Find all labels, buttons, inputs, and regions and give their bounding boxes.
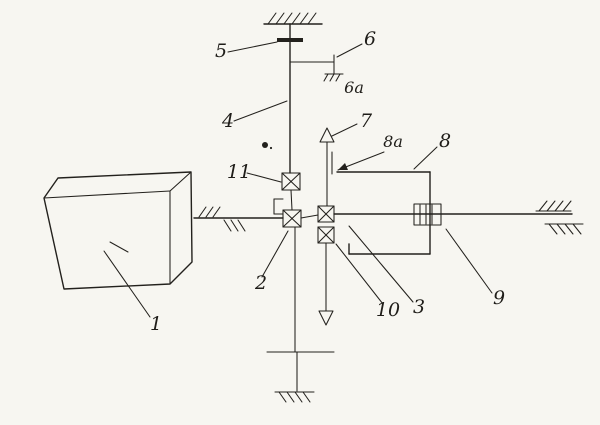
part-label-3: 3 <box>413 296 425 318</box>
disc-5 <box>277 38 303 42</box>
leader-11 <box>246 172 282 183</box>
part-label-2: 2 <box>254 272 267 294</box>
part-label-5: 5 <box>215 40 227 62</box>
ink-blot <box>262 142 268 148</box>
frame-8 <box>336 171 431 255</box>
part-label-9: 9 <box>493 287 505 309</box>
ground-right-lower-icon <box>544 223 584 235</box>
part-label-7: 7 <box>360 110 373 132</box>
leader-8 <box>413 146 438 170</box>
shaft-support-right-icon <box>223 219 246 232</box>
leader-7 <box>331 123 358 137</box>
leader-1 <box>103 250 151 318</box>
motor-1 <box>43 171 193 290</box>
part-label-4: 4 <box>221 110 234 132</box>
cone-7 <box>319 127 335 207</box>
leader-5 <box>227 41 278 53</box>
leader-10 <box>335 243 384 305</box>
leader-lines <box>103 41 493 318</box>
support-6 <box>289 54 344 82</box>
bearing-11-icon <box>281 172 301 191</box>
lower-shaft <box>266 226 335 392</box>
part-label-6a: 6a <box>344 78 364 97</box>
part-label-8a: 8a <box>383 132 403 151</box>
ink-speck <box>269 146 273 150</box>
leader-8a-arrowhead-icon <box>338 163 348 170</box>
cone-lower-icon <box>318 310 334 326</box>
coupling-9-icon <box>413 203 442 226</box>
shaft-support-left-icon <box>198 206 221 218</box>
ground-bottom-icon <box>274 391 315 403</box>
ground-right-upper-icon <box>535 200 572 212</box>
bearing-2-icon <box>282 209 302 228</box>
bearing-upper-stack-icon <box>317 205 335 223</box>
ground-top-icon <box>263 12 323 25</box>
leader-4 <box>233 100 288 122</box>
part-label-11: 11 <box>227 161 251 183</box>
bearing-lower-stack-icon <box>317 226 335 244</box>
part-label-8: 8 <box>439 130 451 152</box>
part-label-1: 1 <box>150 313 162 335</box>
leader-6 <box>336 43 363 58</box>
part-label-6: 6 <box>364 28 376 50</box>
leader-3 <box>348 225 414 303</box>
leader-9 <box>445 228 493 294</box>
part-label-10: 10 <box>376 299 400 321</box>
shaft-segment-vertical <box>290 189 293 211</box>
shaft-segment-horizontal <box>300 214 319 219</box>
leader-2 <box>261 230 289 278</box>
step-bracket <box>273 198 284 215</box>
